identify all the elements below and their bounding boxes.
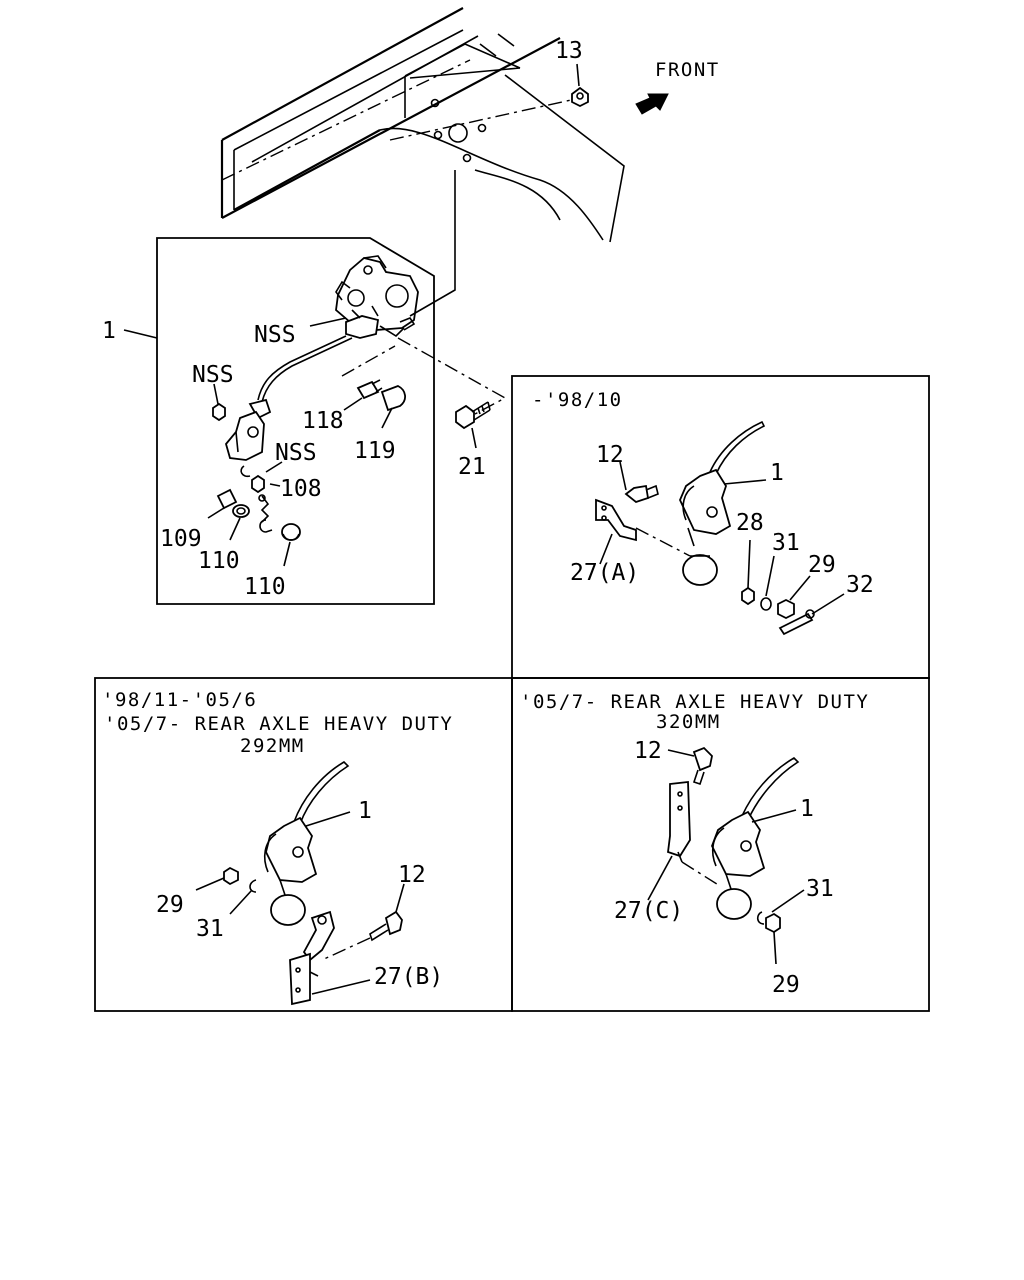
panel-c-label-27c: 27(C) <box>614 898 683 924</box>
panel-c-box <box>511 677 930 1012</box>
panel-c-nut-29 <box>765 912 781 934</box>
panel-b-bracket-27b <box>289 910 335 1006</box>
panel-a-label-29: 29 <box>808 552 836 578</box>
panel-b-caption-2: '05/7- REAR AXLE HEAVY DUTY <box>104 713 453 735</box>
panel-c-sensor <box>711 756 800 920</box>
nut-13 <box>571 86 589 108</box>
panel-c-label-1: 1 <box>800 796 814 822</box>
label-110-b: 110 <box>244 574 286 600</box>
panel-a-label-27a: 27(A) <box>570 560 639 586</box>
panel-a-pin-32 <box>778 609 815 636</box>
panel-c-bracket-27c <box>667 780 691 863</box>
panel-a-label-32: 32 <box>846 572 874 598</box>
bushing-110-b <box>281 523 301 541</box>
panel-c-label-31: 31 <box>806 876 834 902</box>
panel-b-label-29: 29 <box>156 892 184 918</box>
panel-c-label-12: 12 <box>634 738 662 764</box>
centerline-4 <box>341 345 396 377</box>
panel-a-sensor <box>679 420 766 586</box>
panel-b-label-12: 12 <box>398 862 426 888</box>
panel-a-label-31: 31 <box>772 530 800 556</box>
sensor-link-arm <box>225 398 272 461</box>
label-109: 109 <box>160 526 202 552</box>
main-group-box <box>156 237 435 605</box>
label-119: 119 <box>354 438 396 464</box>
panel-a-nut-29 <box>777 598 795 620</box>
panel-a-caption: -'98/10 <box>532 389 623 411</box>
label-21: 21 <box>458 454 486 480</box>
clip-nss <box>240 465 251 478</box>
panel-c-caption-2: 320MM <box>656 711 721 733</box>
label-nss-c: NSS <box>275 440 317 466</box>
label-13: 13 <box>555 38 583 64</box>
panel-a-washer-28 <box>741 586 755 606</box>
panel-b-label-27b: 27(B) <box>374 964 443 990</box>
link-rod-108 <box>258 494 273 533</box>
label-1: 1 <box>102 318 116 344</box>
height-sensor-assembly <box>335 255 419 339</box>
panel-b-bolt-12 <box>369 910 403 942</box>
label-nss-a: NSS <box>254 322 296 348</box>
panel-c-bolt-12 <box>692 746 713 786</box>
panel-b-label-31: 31 <box>196 916 224 942</box>
panel-b-caption-1: '98/11-'05/6 <box>102 689 257 711</box>
bushing-110-a <box>232 504 250 518</box>
centerline-1 <box>221 59 471 181</box>
panel-c-clip-31 <box>756 911 765 925</box>
label-118: 118 <box>302 408 344 434</box>
nut-nss <box>212 402 226 422</box>
cap-119 <box>380 385 406 412</box>
sensor-cable <box>257 335 347 401</box>
label-nss-b: NSS <box>192 362 234 388</box>
front-label: FRONT <box>655 59 720 81</box>
panel-a-bolt-12 <box>624 484 659 504</box>
label-108: 108 <box>280 476 322 502</box>
panel-b-label-1: 1 <box>358 798 372 824</box>
label-110-a: 110 <box>198 548 240 574</box>
frame-rail <box>220 7 625 243</box>
panel-a-label-1: 1 <box>770 460 784 486</box>
bolt-21 <box>455 401 491 430</box>
panel-b-clip-31 <box>249 879 257 893</box>
panel-b-caption-3: 292MM <box>240 735 305 757</box>
panel-a-bracket-27a <box>595 498 637 542</box>
panel-c-caption-1: '05/7- REAR AXLE HEAVY DUTY <box>520 691 869 713</box>
sleeve-109 <box>216 488 238 510</box>
fitting-118 <box>356 379 383 400</box>
panel-b-sensor <box>263 760 350 926</box>
panel-a-washer-31 <box>760 597 772 611</box>
panel-a-label-28: 28 <box>736 510 764 536</box>
nut-small-nss <box>251 474 265 494</box>
panel-a-label-12: 12 <box>596 442 624 468</box>
panel-c-label-29: 29 <box>772 972 800 998</box>
centerline-2 <box>389 97 581 141</box>
panel-b-nut-29 <box>223 866 239 886</box>
front-arrow-icon <box>635 93 669 115</box>
cable-to-frame <box>409 170 456 317</box>
